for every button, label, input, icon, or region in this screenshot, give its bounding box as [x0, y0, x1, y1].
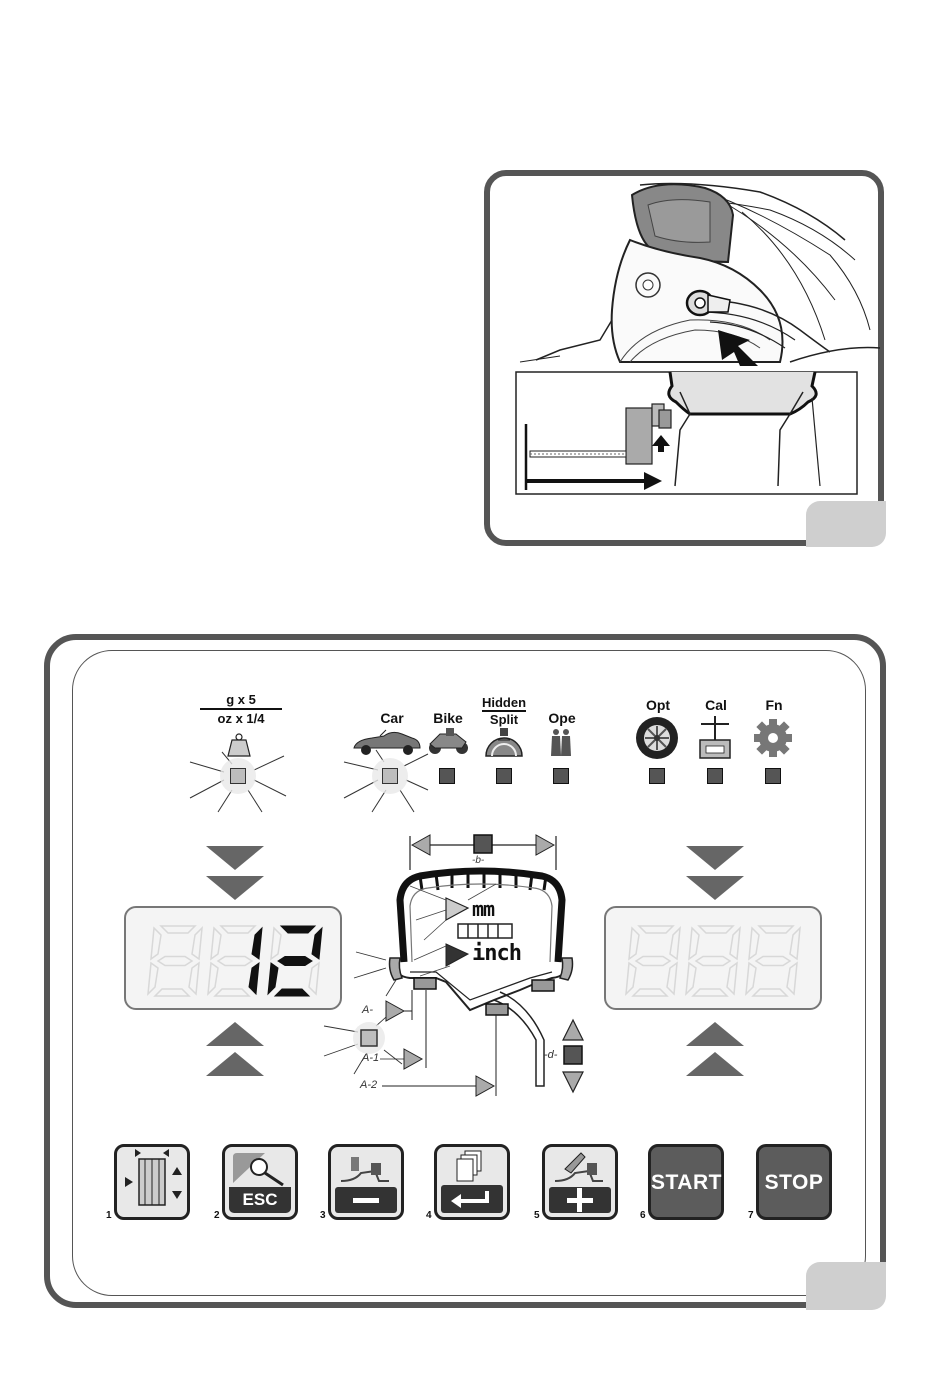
dimension-b-label: -b-: [472, 855, 484, 866]
button-1-rim-width[interactable]: [114, 1144, 190, 1220]
left-down-arrows: [206, 846, 264, 900]
led-distance-a: [361, 1030, 377, 1046]
button-7-number: 7: [748, 1210, 754, 1221]
button-3-minus[interactable]: [328, 1144, 404, 1220]
button-4-enter[interactable]: [434, 1144, 510, 1220]
dimension-d-label: -d-: [544, 1049, 557, 1061]
start-label: START: [651, 1171, 721, 1195]
dimension-a1-label: A-1: [362, 1052, 379, 1064]
plus-icon: [545, 1147, 615, 1217]
unit-mm-label: mm: [472, 897, 494, 921]
stop-label: STOP: [759, 1171, 829, 1195]
button-3-number: 3: [320, 1210, 326, 1221]
button-2-esc[interactable]: ESC: [222, 1144, 298, 1220]
button-4-number: 4: [426, 1210, 432, 1221]
dimension-a-label: A-: [362, 1004, 373, 1016]
dimension-a2-label: A-2: [360, 1079, 377, 1091]
minus-icon: [331, 1147, 401, 1217]
button-5-plus[interactable]: [542, 1144, 618, 1220]
led-width-b: [474, 835, 492, 853]
led-diameter-d: [564, 1046, 582, 1064]
button-5-number: 5: [534, 1210, 540, 1221]
rim-width-icon: [117, 1147, 187, 1217]
right-up-arrows: [686, 1022, 744, 1076]
start-button[interactable]: START: [648, 1144, 724, 1220]
unit-inch-label: inch: [472, 941, 521, 966]
enter-icon: [437, 1147, 507, 1217]
left-up-arrows: [206, 1022, 264, 1076]
button-1-number: 1: [106, 1210, 112, 1221]
esc-label: ESC: [229, 1187, 291, 1213]
button-2-number: 2: [214, 1210, 220, 1221]
stop-button[interactable]: STOP: [756, 1144, 832, 1220]
right-down-arrows: [686, 846, 744, 900]
button-6-number: 6: [640, 1210, 646, 1221]
